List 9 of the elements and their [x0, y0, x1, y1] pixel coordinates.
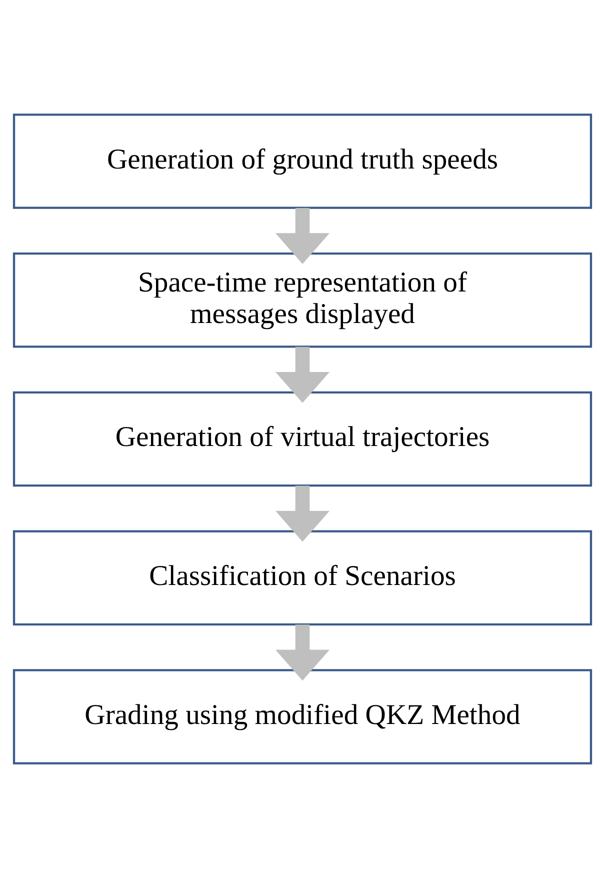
- node-box: Generation of virtual trajectories: [12, 390, 592, 486]
- arrow: [275, 485, 330, 542]
- arrow: [275, 624, 330, 680]
- node-box: Grading using modified QKZ Method: [12, 668, 592, 764]
- arrow: [275, 207, 330, 264]
- node-box: Generation of ground truth speeds: [12, 113, 592, 208]
- arrow: [275, 346, 330, 402]
- node-box: Classification of Scenarios: [12, 530, 592, 625]
- node-box: Space-time representation of messages displayed: [12, 252, 592, 348]
